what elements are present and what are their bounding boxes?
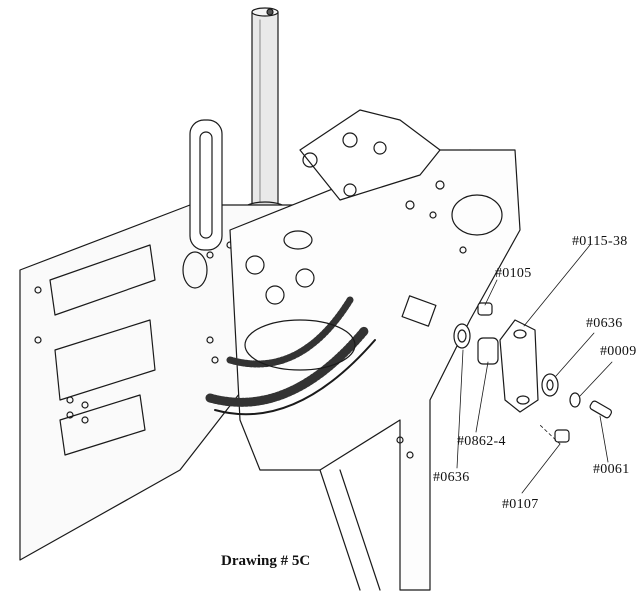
part-label-0636-left: #0636 [433,470,470,485]
part-label-0061: #0061 [593,462,630,477]
part-label-0105: #0105 [495,266,532,281]
part-label-0009: #0009 [600,344,637,359]
tail-drive-gear [205,255,376,416]
part-label-0115-38: #0115-38 [572,234,628,249]
part-label-0862-4: #0862-4 [457,434,506,449]
drawing-caption: Drawing # 5C [221,553,311,569]
tail-output-assembly [401,295,613,443]
part-label-0107: #0107 [502,497,539,512]
part-label-0636-right: #0636 [586,316,623,331]
right-frame-plate [206,149,521,591]
upper-linkage [189,109,441,251]
main-shaft [242,7,288,219]
leader-lines [456,244,613,494]
